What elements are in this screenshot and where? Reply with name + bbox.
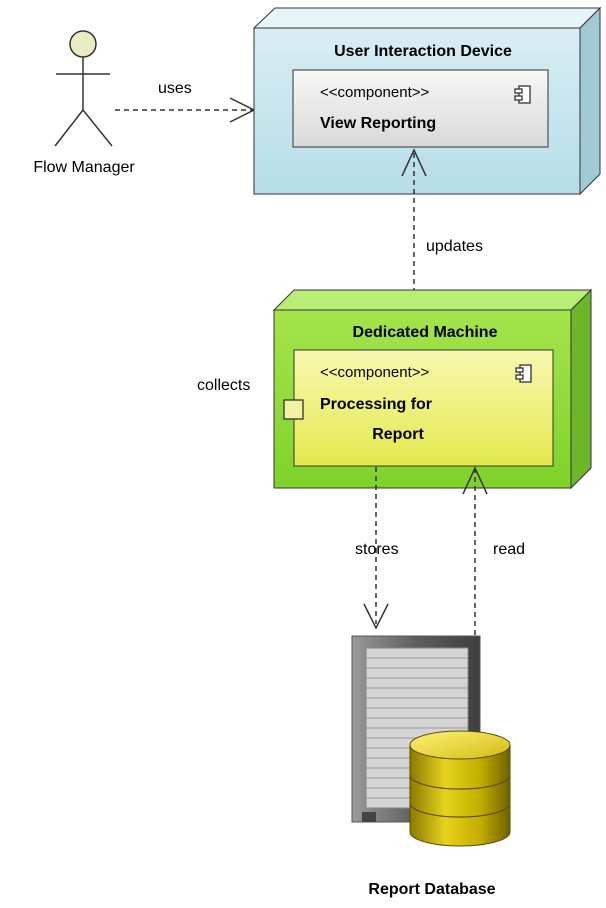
component-icon	[514, 85, 531, 104]
uses-connector[interactable]: uses	[115, 80, 256, 123]
component-stereotype: <<component>>	[320, 84, 429, 101]
stores-label: stores	[355, 541, 399, 558]
component-stereotype: <<component>>	[320, 364, 429, 381]
component-icon	[515, 364, 532, 383]
report-database[interactable]: Report Database	[351, 635, 511, 898]
node-title: Dedicated Machine	[353, 324, 498, 341]
node-user-interaction-device[interactable]: User Interaction Device <<component>> Vi…	[252, 6, 602, 196]
component-name-line2: Report	[372, 426, 424, 443]
component-view-reporting[interactable]: <<component>> View Reporting	[292, 69, 549, 148]
node-dedicated-machine[interactable]: Dedicated Machine <<component>> Processi…	[197, 288, 593, 490]
component-name-line1: Processing for	[320, 396, 432, 413]
read-label: read	[493, 541, 525, 558]
collects-port[interactable]	[283, 399, 304, 420]
component-name: View Reporting	[320, 115, 436, 132]
database-label: Report Database	[368, 881, 495, 898]
read-connector[interactable]: read	[462, 466, 525, 635]
uses-label: uses	[158, 80, 192, 97]
actor-head	[69, 30, 97, 58]
node-title: User Interaction Device	[334, 43, 512, 60]
stores-connector[interactable]: stores	[355, 467, 399, 630]
collects-label: collects	[197, 377, 250, 394]
actor-flow-manager[interactable]: Flow Manager	[33, 30, 135, 176]
actor-label: Flow Manager	[33, 159, 135, 176]
component-processing-for-report[interactable]: <<component>> Processing for Report	[283, 349, 554, 467]
database-cylinder-icon	[409, 730, 511, 847]
updates-label: updates	[426, 238, 483, 255]
